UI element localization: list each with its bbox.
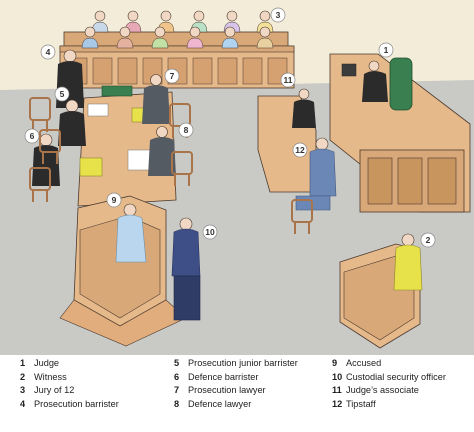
legend-number: 3 — [20, 385, 26, 395]
legend-number: 11 — [332, 385, 342, 395]
legend: 1 Judge 2 Witness 3 Jury of 12 4 Prosecution ba… — [10, 357, 466, 425]
legend-number: 8 — [174, 398, 180, 409]
callout-custodial-security-officer: 10 — [202, 224, 218, 240]
chair — [171, 151, 193, 186]
legend-number: 1 — [20, 358, 26, 368]
callout-number: 10 — [205, 227, 215, 237]
legend-item: 2 Witness — [20, 371, 119, 385]
accused-figure — [115, 203, 147, 263]
legend-item: 1 Judge — [20, 357, 119, 371]
callout-defence-barrister: 6 — [24, 128, 40, 144]
legend-number: 2 — [20, 371, 26, 382]
callout-witness: 2 — [420, 232, 436, 248]
callout-accused: 9 — [106, 192, 122, 208]
legend-item: 6 Defence barrister — [174, 371, 298, 385]
callout-prosecution-lawyer: 7 — [164, 68, 180, 84]
callout-number: 12 — [295, 145, 305, 155]
callout-number: 7 — [170, 71, 175, 81]
legend-column-1: 1 Judge 2 Witness 3 Jury of 12 4 Prosecution ba… — [20, 357, 119, 411]
legend-number: 7 — [174, 385, 180, 395]
jury-members — [81, 10, 274, 49]
callout-prosecution-barrister: 4 — [40, 44, 56, 60]
judge-figure — [362, 60, 388, 102]
associate-figure — [292, 88, 316, 128]
callout-number: 1 — [384, 45, 389, 55]
judge-chair — [389, 57, 413, 111]
jury-panel — [117, 57, 138, 85]
legend-label: Prosecution lawyer — [188, 385, 266, 395]
legend-number: 9 — [332, 358, 338, 368]
legend-number: 4 — [20, 398, 26, 409]
legend-item: 7 Prosecution lawyer — [174, 384, 298, 398]
callout-prosecution-junior-barrister: 5 — [54, 86, 70, 102]
legend-label: Judge’s associate — [346, 385, 419, 395]
jury-panel — [242, 57, 263, 85]
callout-tipstaff: 12 — [292, 142, 308, 158]
callout-defence-lawyer: 8 — [178, 122, 194, 138]
legend-label: Prosecution barrister — [34, 398, 119, 409]
legend-label: Jury of 12 — [34, 385, 75, 395]
callout-number: 5 — [60, 89, 65, 99]
legend-item: 11 Judge’s associate — [332, 384, 446, 398]
juror-8 — [116, 26, 134, 49]
legend-item: 3 Jury of 12 — [20, 384, 119, 398]
legend-number: 10 — [332, 371, 343, 382]
juror-1 — [91, 10, 109, 33]
lawyer-figures — [32, 49, 176, 186]
callout-number: 2 — [426, 235, 431, 245]
legend-label: Accused — [346, 358, 382, 368]
jury-panel — [92, 57, 113, 85]
juror-12 — [256, 26, 274, 49]
juror-10 — [186, 26, 204, 49]
legend-label: Defence barrister — [188, 371, 259, 382]
legend-label: Witness — [34, 371, 67, 382]
legend-item: 8 Defence lawyer — [174, 398, 298, 412]
legend-item: 9 Accused — [332, 357, 446, 371]
security-officer-figure — [171, 217, 201, 321]
jury-panel — [192, 57, 213, 85]
callout-number: 8 — [184, 125, 189, 135]
jury-panel — [217, 57, 238, 85]
legend-label: Custodial security officer — [346, 371, 446, 382]
chair — [291, 199, 313, 234]
callout-judges-associate: 11 — [280, 72, 296, 88]
callout-number: 11 — [284, 75, 293, 85]
legend-number: 6 — [174, 371, 180, 382]
legend-label: Tipstaff — [346, 398, 376, 409]
legend-item: 4 Prosecution barrister — [20, 398, 119, 412]
judge-monitor — [341, 63, 357, 77]
chair — [39, 129, 61, 164]
juror-7 — [81, 26, 99, 49]
callout-number: 3 — [276, 10, 281, 20]
callout-number: 4 — [46, 47, 51, 57]
callout-number: 6 — [30, 131, 35, 141]
juror-9 — [151, 26, 169, 49]
legend-label: Prosecution junior barrister — [188, 358, 298, 368]
callout-jury-of-12: 3 — [270, 7, 286, 23]
juror-5 — [223, 10, 241, 33]
legend-number: 5 — [174, 358, 180, 368]
chair — [29, 167, 51, 202]
callout-judge: 1 — [378, 42, 394, 58]
juror-11 — [221, 26, 239, 49]
legend-item: 5 Prosecution junior barrister — [174, 357, 298, 371]
legend-column-2: 5 Prosecution junior barrister 6 Defence ba… — [174, 357, 298, 411]
witness-figure — [393, 233, 423, 291]
legend-label: Judge — [34, 358, 60, 368]
callout-number: 9 — [112, 195, 117, 205]
legend-label: Defence lawyer — [188, 398, 252, 409]
legend-number: 12 — [332, 398, 343, 409]
